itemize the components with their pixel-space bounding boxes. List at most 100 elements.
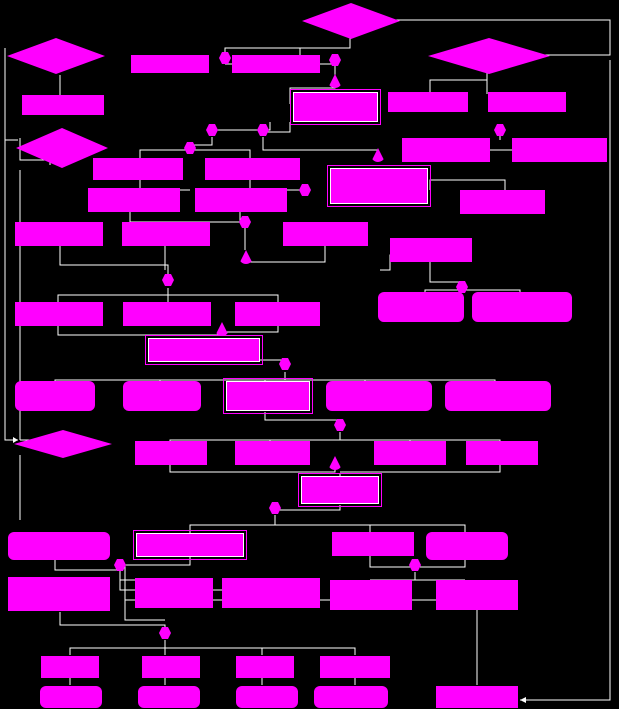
connector <box>275 505 341 511</box>
connector <box>245 245 326 263</box>
flowchart-node <box>122 222 210 246</box>
flowchart-node <box>15 381 95 411</box>
flowchart-node <box>223 378 313 414</box>
flowchart-node <box>131 55 209 73</box>
flowchart-node <box>195 188 287 212</box>
connector <box>4 48 18 141</box>
flowchart-node <box>472 292 572 322</box>
connector <box>369 555 415 568</box>
flowchart-node <box>436 686 518 708</box>
connector <box>189 515 276 535</box>
connector <box>119 575 270 591</box>
flowchart-node <box>388 92 468 112</box>
flowchart-node <box>283 222 368 246</box>
flowchart-node <box>135 578 213 608</box>
connector <box>57 325 220 336</box>
connector <box>69 640 166 655</box>
flowchart-node <box>426 532 508 560</box>
junction-connector <box>329 54 341 66</box>
connector <box>54 560 120 571</box>
junction-connector <box>269 502 281 514</box>
junction-connector <box>159 627 171 639</box>
arrowhead <box>520 697 526 703</box>
flowchart-node <box>235 302 320 326</box>
connector <box>299 38 351 55</box>
connector <box>139 149 190 160</box>
junction-connector <box>162 274 174 286</box>
flowchart-node <box>8 532 110 560</box>
flowchart-node <box>512 138 607 162</box>
flowchart-node <box>123 381 201 411</box>
connector <box>220 325 279 333</box>
junction-connector <box>114 559 126 571</box>
connector <box>340 465 501 473</box>
flowchart-node <box>15 222 103 246</box>
flowchart-node <box>374 441 446 465</box>
connector <box>429 70 488 94</box>
connector <box>165 647 356 655</box>
flowchart-node <box>314 686 388 708</box>
flowchart-node <box>378 292 464 322</box>
connector <box>520 60 611 701</box>
connector <box>165 647 263 655</box>
junction-connector <box>299 184 311 196</box>
flowchart-node <box>135 441 207 465</box>
junction-connector <box>206 124 218 136</box>
flowchart-node <box>445 381 551 411</box>
flowchart-node <box>460 190 545 214</box>
flowchart-node <box>236 656 294 678</box>
junction-connector <box>334 419 346 431</box>
connector <box>395 19 611 56</box>
junction-connector <box>257 124 269 136</box>
flowchart-node <box>40 686 102 708</box>
connector <box>59 245 169 282</box>
junction-connector <box>219 52 231 64</box>
junction-connector <box>456 281 468 293</box>
connector <box>59 612 166 634</box>
flowchart-node <box>330 580 412 610</box>
flowchart-node <box>332 532 414 556</box>
junction-connector <box>184 142 196 154</box>
junction-connector <box>279 358 291 370</box>
flowchart-node <box>133 530 247 560</box>
connector <box>190 149 251 160</box>
connector <box>168 294 279 302</box>
connector <box>263 122 291 133</box>
flowchart-node <box>290 89 381 125</box>
junction-connector <box>494 124 506 136</box>
flowchart-node <box>15 302 103 326</box>
flowchart-node <box>488 92 566 112</box>
junction-connector <box>409 559 421 571</box>
flowchart-node <box>326 381 432 411</box>
connector <box>429 179 506 190</box>
flowchart-node <box>8 577 110 611</box>
connector <box>57 288 169 302</box>
flowchart-node <box>402 138 490 162</box>
connector <box>414 572 465 581</box>
flowchart-node <box>138 686 200 708</box>
connector <box>212 122 271 131</box>
flowchart-node <box>236 686 298 708</box>
flowchart-node <box>235 441 310 465</box>
arrowhead <box>13 437 18 443</box>
flowchart-node <box>123 302 211 326</box>
connector <box>264 412 341 427</box>
connector <box>275 524 466 535</box>
flowchart-node <box>327 165 431 207</box>
connector <box>262 137 379 160</box>
connector <box>124 600 165 621</box>
junction-connector <box>239 216 251 228</box>
flowchart-node <box>390 238 472 262</box>
flowchart-node <box>466 441 538 465</box>
flowchart-node <box>93 158 183 180</box>
flowchart-node <box>232 55 320 73</box>
connector <box>125 555 191 566</box>
flowchart-node <box>320 656 390 678</box>
flowchart-node <box>88 188 180 212</box>
flowchart-node <box>436 580 518 610</box>
flowchart-node <box>298 473 382 507</box>
flowchart-node <box>142 656 200 678</box>
flowchart-node <box>22 95 104 115</box>
flowchart-node <box>222 578 320 608</box>
